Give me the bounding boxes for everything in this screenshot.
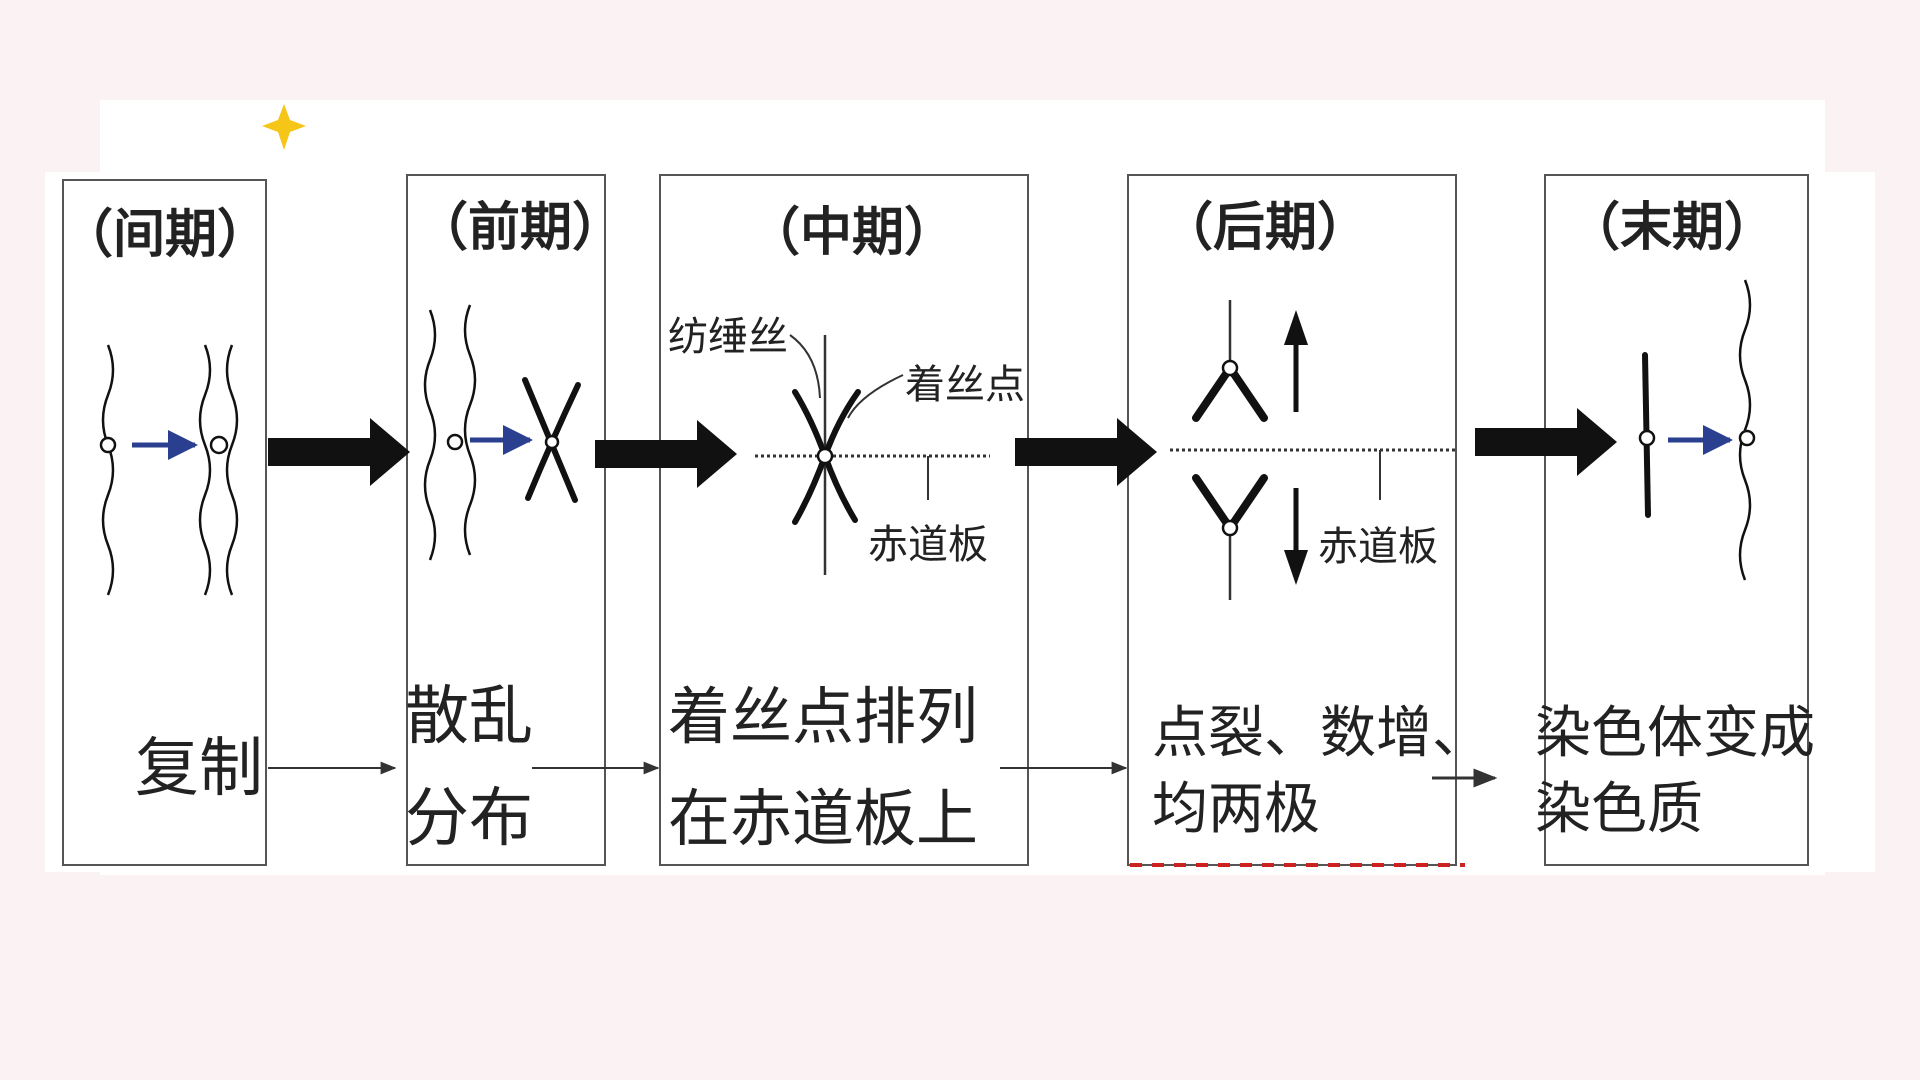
- description-interphase-line-1: 复制: [135, 732, 263, 806]
- stage-title-metaphase: （中期）: [748, 203, 956, 263]
- panel-metaphase: [659, 174, 1029, 866]
- equatorial-plate-label-anaphase: 赤道板: [1318, 524, 1438, 570]
- panel-prophase: [406, 174, 606, 866]
- spindle-label-leader: [789, 334, 821, 399]
- telophase-chromatin: [1738, 279, 1756, 581]
- panel-interphase: [62, 179, 267, 866]
- spindle-label: 纺缍丝: [668, 314, 788, 360]
- description-metaphase-line-1: 着丝点排列: [668, 680, 978, 753]
- description-telophase-line-2: 染色质: [1535, 777, 1703, 842]
- star-icon: [262, 104, 306, 150]
- anaphase-down-arrow: [1284, 488, 1308, 585]
- prophase-x-chromosome: [522, 377, 581, 503]
- big-arrow-3: [1015, 418, 1157, 486]
- interphase-chromosome-single: [99, 344, 117, 596]
- stage-title-prophase: （前期）: [416, 198, 624, 258]
- stage-title-interphase: （间期）: [61, 205, 269, 265]
- diagram-band: [45, 172, 1875, 872]
- centromere-label: 着丝点: [905, 362, 1025, 408]
- description-telophase-line-1: 染色体变成: [1535, 701, 1815, 766]
- interphase-chromosome-duplicated: [198, 344, 239, 596]
- description-prophase-line-1: 散乱: [405, 680, 533, 754]
- telophase-chromosome-condensed: [1638, 352, 1656, 518]
- description-anaphase-line-1: 点裂、数增、: [1152, 701, 1488, 766]
- big-arrow-1: [268, 418, 410, 486]
- prophase-chromosome: [423, 304, 477, 561]
- description-anaphase-line-2: 均两极: [1152, 777, 1320, 842]
- description-prophase-line-2: 分布: [405, 782, 533, 856]
- centromere-label-leader: [847, 374, 904, 419]
- stage-title-telophase: （末期）: [1568, 198, 1776, 258]
- metaphase-chromosome: [792, 389, 861, 525]
- anaphase-chromatid-top: [1192, 359, 1268, 422]
- big-arrow-4: [1475, 408, 1617, 476]
- anaphase-chromatid-bottom: [1192, 474, 1268, 537]
- stage-title-anaphase: （后期）: [1161, 198, 1369, 258]
- anaphase-up-arrow: [1284, 310, 1308, 412]
- equatorial-plate-label-metaphase: 赤道板: [868, 522, 988, 568]
- description-metaphase-line-2: 在赤道板上: [668, 782, 978, 855]
- big-arrow-2: [595, 420, 737, 488]
